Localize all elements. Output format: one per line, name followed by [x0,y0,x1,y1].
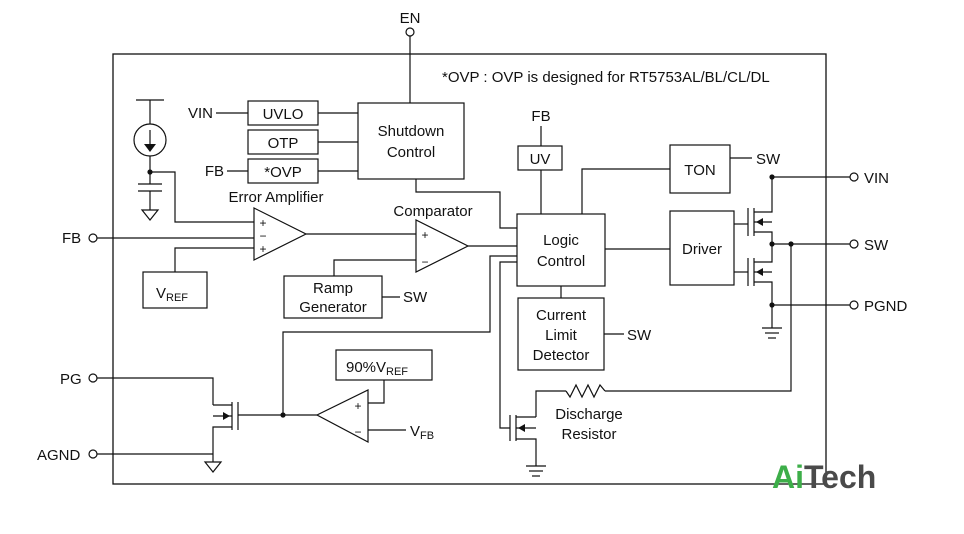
uv-label: UV [530,151,551,168]
vin-pin-label: VIN [864,170,889,187]
ramp-label-1: Ramp [313,280,353,297]
discharge-label-1: Discharge [555,406,623,423]
uvlo-block [247,100,319,126]
logic-label-2: Control [537,253,585,270]
current-label-3: Detector [533,347,590,364]
current-sw-label: SW [627,327,652,344]
uv-block [517,145,563,171]
chip-outline [112,53,827,485]
current-limit-detector-block [517,297,605,371]
cmp-plus: + [421,228,428,242]
vfb-label: VFB [410,423,434,442]
ton-sw-label: SW [756,151,781,168]
ea-minus: − [259,229,266,243]
pgnd-pin [849,300,859,310]
sw-pin-label: SW [864,237,889,254]
agnd-pin-label: AGND [37,447,81,464]
agnd-pin [88,449,98,459]
ton-label: TON [684,162,715,179]
ramp-sw-label: SW [403,289,428,306]
discharge-resistor [565,383,606,399]
error-amplifier [253,207,308,261]
logic-label-1: Logic [543,232,579,249]
vin-input-label: VIN [188,105,213,122]
cmp-minus: − [421,255,428,269]
vref90-block [335,349,433,381]
fb-ovp-input-label: FB [205,163,224,180]
ea-plus-1: + [259,216,266,230]
en-pin [405,27,415,37]
ramp-label-2: Generator [299,299,367,316]
comparator-label: Comparator [393,203,472,220]
vin-pin [849,172,859,182]
aitech-logo: AiTech [772,459,876,495]
comparator [415,219,470,273]
vref-label: VREF [156,285,188,304]
ovp-label: *OVP [264,164,302,181]
current-label-2: Limit [545,327,578,344]
ovp-note: *OVP : OVP is designed for RT5753AL/BL/C… [442,69,770,86]
ground-symbol [140,209,160,221]
error-amplifier-label: Error Amplifier [228,189,323,206]
otp-label: OTP [268,135,299,152]
ton-block [669,144,731,194]
ramp-generator-block [283,275,383,319]
shutdown-label-2: Control [387,144,435,161]
driver-block [669,210,735,286]
uvlo-label: UVLO [263,106,304,123]
driver-label: Driver [682,241,722,258]
en-pin-label: EN [400,10,421,27]
vref-block [142,271,208,309]
pgnd-pin-label: PGND [864,298,908,315]
pg-comparator [315,389,369,443]
discharge-label-2: Resistor [561,426,616,443]
fb-pin [88,233,98,243]
current-label-1: Current [536,307,587,324]
fb-pin-label: FB [62,230,81,247]
shutdown-control-block [357,102,465,180]
shutdown-label-1: Shutdown [378,123,445,140]
pg-pin [88,373,98,383]
sw-pin [849,239,859,249]
ea-plus-2: + [259,242,266,256]
logic-control-block [516,213,606,287]
pg-cmp-plus: + [354,399,361,413]
pg-pin-label: PG [60,371,82,388]
uv-fb-label: FB [531,108,550,125]
pg-cmp-minus: − [354,425,361,439]
vref90-label: 90%VREF [346,359,408,378]
